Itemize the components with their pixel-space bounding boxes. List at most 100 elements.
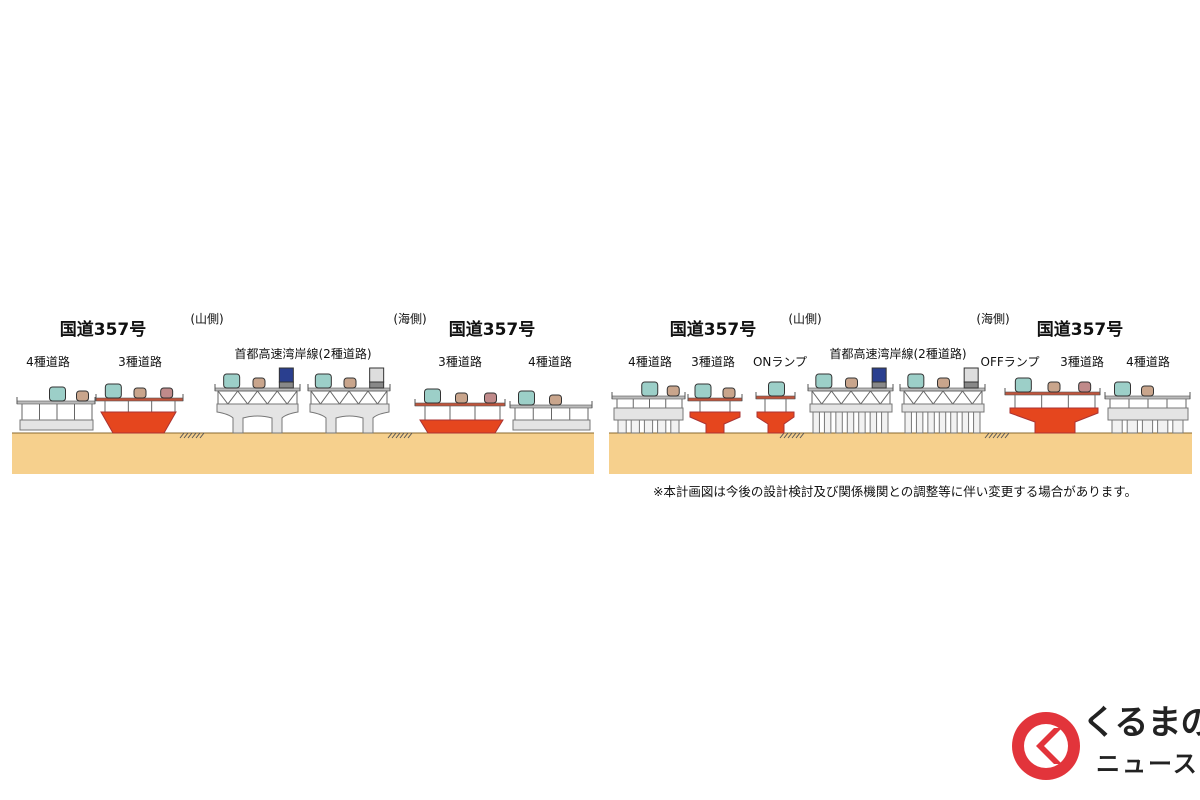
column	[630, 419, 640, 434]
column	[881, 411, 889, 434]
hatch-mark	[391, 432, 397, 439]
red-footing	[100, 411, 177, 434]
sea-side-label: (海側)	[976, 312, 1010, 326]
route-label: 国道357号	[448, 320, 536, 340]
truck	[369, 367, 385, 383]
column	[823, 411, 832, 434]
car	[455, 392, 468, 404]
hatch-mark	[1000, 432, 1006, 439]
truss-member	[367, 390, 388, 405]
column	[961, 411, 970, 434]
road-label: 3種道路	[1060, 355, 1104, 369]
red-footing	[419, 419, 504, 434]
column	[1172, 419, 1184, 434]
column	[812, 411, 820, 434]
hatch-mark	[992, 432, 998, 439]
car	[815, 373, 833, 389]
column	[904, 411, 912, 434]
hatch-mark	[787, 432, 793, 439]
truck-cab	[369, 381, 385, 389]
concrete-footing	[19, 419, 94, 431]
hatch-mark	[183, 432, 189, 439]
column	[670, 419, 680, 434]
road-label: 首都高速湾岸線(2種道路)	[829, 347, 967, 361]
truck-cab	[278, 381, 294, 389]
column	[657, 419, 667, 434]
truck	[871, 367, 887, 383]
hatch-mark	[996, 432, 1002, 439]
hatch-mark	[1004, 432, 1010, 439]
road-label: 4種道路	[628, 355, 672, 369]
truss-member	[310, 390, 331, 405]
column	[858, 411, 866, 434]
column	[938, 411, 947, 434]
car	[76, 390, 89, 402]
concrete-footing	[809, 403, 893, 413]
logo-text: くるまの	[1082, 703, 1200, 743]
red-pier	[1009, 407, 1099, 434]
truss-member	[811, 390, 832, 405]
hatch-mark	[403, 432, 409, 439]
mountain-side-label: (山側)	[190, 312, 224, 326]
road-label: 3種道路	[118, 355, 162, 369]
truss-member	[850, 390, 871, 405]
column	[1157, 419, 1169, 434]
car	[223, 373, 241, 389]
truss-member	[923, 390, 944, 405]
truss-member	[329, 390, 350, 405]
car	[907, 373, 925, 389]
hatch-mark	[199, 432, 205, 439]
hatch-mark	[187, 432, 193, 439]
hatch-mark	[179, 432, 185, 439]
column	[950, 411, 958, 434]
ground	[609, 433, 1192, 474]
car	[694, 383, 712, 399]
car	[133, 387, 147, 399]
route-label: 国道357号	[59, 320, 147, 340]
road-label: 首都高速湾岸線(2種道路)	[234, 347, 372, 361]
car	[1078, 381, 1092, 393]
hatch-mark	[407, 432, 413, 439]
car	[937, 377, 950, 389]
column	[617, 419, 627, 434]
truss-member	[870, 390, 891, 405]
car	[641, 381, 659, 397]
car	[1114, 381, 1131, 397]
column	[1126, 419, 1138, 434]
truss-member	[348, 390, 369, 405]
road-deck	[687, 397, 743, 402]
hatch-mark	[395, 432, 401, 439]
truss-member	[276, 390, 298, 405]
truck-cab	[871, 381, 887, 389]
car	[518, 390, 535, 406]
concrete-footing	[512, 419, 591, 431]
concrete-footing	[901, 403, 985, 413]
hatch-mark	[988, 432, 994, 439]
disclaimer-note: ※本計画図は今後の設計検討及び関係機関との調整等に伴い変更する場合があります。	[652, 484, 1138, 499]
hatch-mark	[779, 432, 785, 439]
ground	[12, 433, 594, 474]
car	[104, 383, 122, 399]
column	[869, 411, 878, 434]
logo-text: ニュース	[1096, 750, 1199, 778]
car	[1014, 377, 1032, 393]
car	[424, 388, 441, 404]
hatch-mark	[783, 432, 789, 439]
route-label: 国道357号	[1036, 320, 1124, 340]
truss-member	[217, 390, 239, 405]
mountain-side-label: (山側)	[788, 312, 822, 326]
column	[835, 411, 843, 434]
red-pier	[756, 411, 795, 434]
truss-member	[257, 390, 278, 405]
column	[643, 419, 654, 434]
road-label: 4種道路	[1126, 355, 1170, 369]
truss-member	[237, 390, 258, 405]
road-label: 3種道路	[691, 355, 735, 369]
hatch-mark	[191, 432, 197, 439]
hatch-mark	[195, 432, 201, 439]
column	[1111, 419, 1123, 434]
truss-member	[831, 390, 852, 405]
car	[549, 394, 562, 406]
car	[666, 385, 680, 397]
